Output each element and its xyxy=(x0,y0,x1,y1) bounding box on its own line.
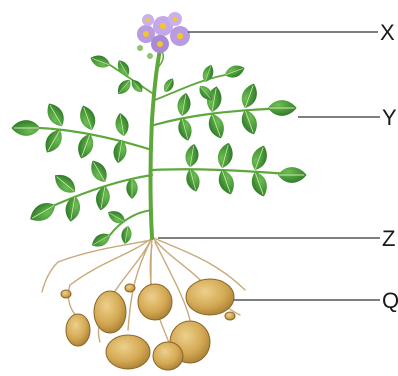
leaf xyxy=(184,167,202,193)
tuber xyxy=(138,284,172,320)
leaf xyxy=(114,112,131,137)
leaf xyxy=(238,81,260,110)
leaf xyxy=(268,100,297,116)
leaf xyxy=(248,143,270,172)
leaf xyxy=(105,208,127,227)
leaf xyxy=(120,225,133,245)
leaf xyxy=(215,168,237,197)
tuber xyxy=(125,284,135,292)
leaf xyxy=(89,53,112,71)
leaf xyxy=(115,58,133,79)
tubers xyxy=(61,279,235,370)
tuber xyxy=(186,279,234,315)
tuber xyxy=(225,312,235,320)
leaf xyxy=(26,198,59,226)
tuber xyxy=(66,314,90,346)
label-q: Q xyxy=(382,288,398,313)
leaf xyxy=(76,103,98,132)
leaf xyxy=(278,167,307,183)
leaves xyxy=(11,53,306,251)
tuber xyxy=(106,335,150,369)
leaf xyxy=(248,170,270,199)
leaf xyxy=(184,143,201,168)
leaf xyxy=(50,170,79,198)
leaf xyxy=(63,195,82,223)
tuber xyxy=(61,290,71,298)
leaf xyxy=(215,141,236,170)
tuber xyxy=(153,342,183,370)
leaf xyxy=(87,157,111,185)
label-x: X xyxy=(380,20,395,45)
leaf xyxy=(11,120,40,136)
flower-cluster xyxy=(137,12,190,59)
leaf xyxy=(126,178,137,199)
leaf xyxy=(205,112,227,141)
leaf xyxy=(176,92,193,117)
leaf xyxy=(238,108,260,137)
label-y: Y xyxy=(382,105,397,130)
leaf xyxy=(43,100,68,130)
leaf xyxy=(223,63,246,81)
label-z: Z xyxy=(382,226,395,251)
tuber xyxy=(94,291,126,333)
